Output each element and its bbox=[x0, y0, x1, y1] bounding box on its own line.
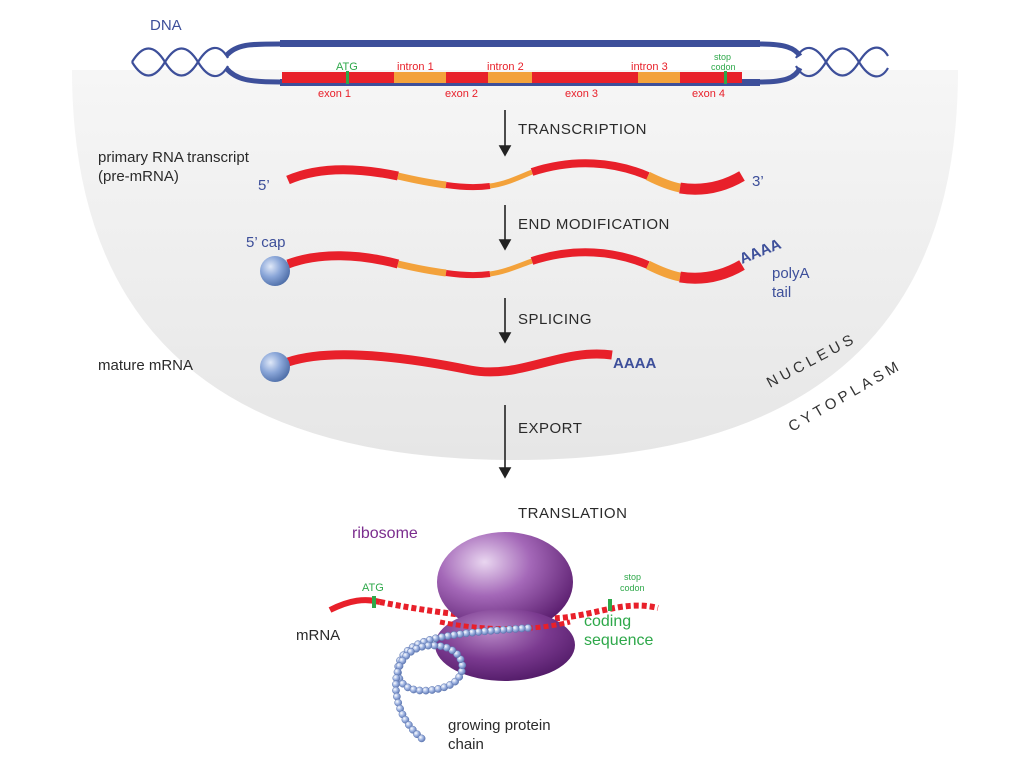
poly-a-label-1: polyA bbox=[772, 265, 810, 282]
five-prime-label: 5’ bbox=[258, 177, 270, 194]
three-prime-label: 3’ bbox=[752, 173, 764, 190]
poly-a-label-2: tail bbox=[772, 284, 791, 301]
five-prime-cap-icon bbox=[260, 256, 290, 286]
mature-mrna-strand bbox=[286, 349, 613, 377]
modified-mrna-strand bbox=[286, 248, 745, 284]
dna-stop-marker bbox=[724, 71, 727, 84]
dna-start-marker bbox=[346, 71, 349, 84]
dna-helix-left bbox=[131, 46, 229, 78]
protein-bead bbox=[417, 734, 426, 743]
ribosome-large-subunit bbox=[437, 532, 573, 632]
dna-helix-right bbox=[795, 46, 889, 78]
protein-chain-label-2: chain bbox=[448, 736, 484, 753]
step-transcription: TRANSCRIPTION bbox=[518, 121, 647, 138]
dna-label: DNA bbox=[150, 17, 182, 34]
dna-intron-2 bbox=[488, 72, 532, 83]
translation-stop-label-1: stop bbox=[624, 572, 641, 582]
exon-3-label: exon 3 bbox=[565, 88, 598, 100]
intron-3-label: intron 3 bbox=[631, 61, 668, 73]
exon-4-label: exon 4 bbox=[692, 88, 725, 100]
exon-1-label: exon 1 bbox=[318, 88, 351, 100]
mature-cap-icon bbox=[260, 352, 290, 382]
dna-exon-3 bbox=[532, 72, 638, 83]
ribosome-label: ribosome bbox=[352, 525, 418, 542]
ribosome-small-subunit bbox=[435, 609, 575, 681]
dna-stop-label-2: codon bbox=[711, 62, 736, 72]
translation-start-codon-label: ATG bbox=[362, 582, 384, 594]
protein-chain-label-1: growing protein bbox=[448, 717, 551, 734]
exon-2-label: exon 2 bbox=[445, 88, 478, 100]
dna-intron-1 bbox=[394, 72, 446, 83]
coding-sequence-label-1: coding bbox=[584, 613, 631, 630]
dna-intron-3 bbox=[638, 72, 680, 83]
step-end-modification: END MODIFICATION bbox=[518, 216, 670, 233]
dna-start-codon-label: ATG bbox=[336, 61, 358, 73]
translation-mrna bbox=[328, 596, 659, 622]
step-splicing: SPLICING bbox=[518, 311, 592, 328]
dna-exon-1 bbox=[282, 72, 394, 83]
intron-1-label: intron 1 bbox=[397, 61, 434, 73]
intron-2-label: intron 2 bbox=[487, 61, 524, 73]
translation-stop-label-2: codon bbox=[620, 583, 645, 593]
coding-sequence-label-2: sequence bbox=[584, 632, 653, 649]
dna-stop-label-1: stop bbox=[714, 52, 731, 62]
dna-exon-2 bbox=[446, 72, 488, 83]
cap-label: 5’ cap bbox=[246, 234, 285, 251]
step-export: EXPORT bbox=[518, 420, 582, 437]
poly-a-sequence-2: AAAA bbox=[613, 355, 656, 372]
pre-mrna-label-2: (pre-mRNA) bbox=[98, 168, 179, 185]
dna-gene bbox=[282, 71, 742, 84]
translation-mrna-label: mRNA bbox=[296, 627, 340, 644]
protein-chain bbox=[392, 624, 532, 743]
dna-exon-4 bbox=[680, 72, 742, 83]
pre-mrna-label-1: primary RNA transcript bbox=[98, 149, 250, 166]
mature-mrna-label: mature mRNA bbox=[98, 357, 193, 374]
step-translation: TRANSLATION bbox=[518, 505, 627, 522]
step-arrows bbox=[498, 110, 512, 479]
pre-mrna-strand bbox=[286, 159, 745, 195]
